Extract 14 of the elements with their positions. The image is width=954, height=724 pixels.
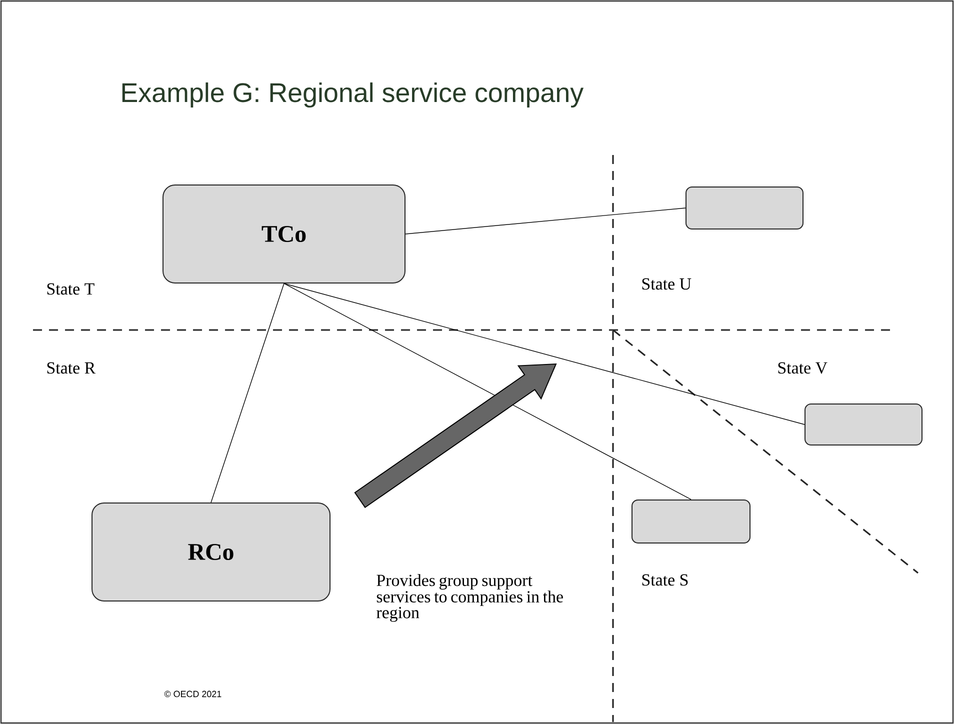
state-label: State T <box>47 283 94 295</box>
connector-line <box>405 208 686 234</box>
copyright-text: © OECD 2021 <box>164 690 222 698</box>
empty-box <box>686 186 804 230</box>
connector-line <box>284 283 805 425</box>
connector-line <box>284 283 692 500</box>
note-text: Provides group support services to companies in the region <box>376 574 563 622</box>
empty-box <box>804 403 922 446</box>
slide-title: Example G: Regional service company <box>122 82 584 108</box>
company-box: TCo <box>162 184 406 284</box>
connector-line <box>210 283 284 503</box>
company-box: RCo <box>92 502 330 602</box>
empty-box <box>632 499 750 544</box>
state-label: State R <box>47 362 96 374</box>
